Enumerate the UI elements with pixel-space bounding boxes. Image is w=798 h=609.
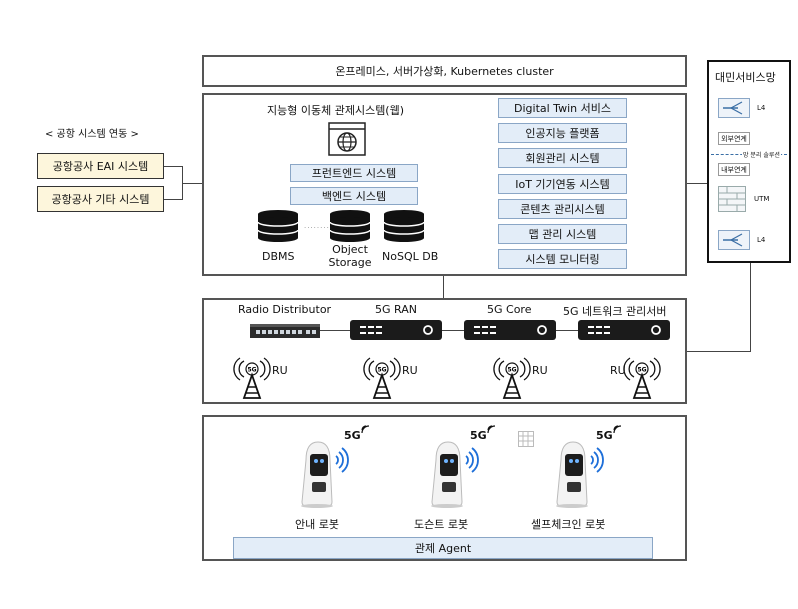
- web-icon: [328, 122, 366, 156]
- ru-antenna-icon: 5G: [233, 355, 271, 399]
- connector-public-down: [750, 263, 751, 351]
- building-icon: [518, 431, 534, 447]
- service-ai-platform: 인공지능 플랫폼: [498, 123, 627, 143]
- internal-link-box: 내부연계: [718, 163, 750, 176]
- connector-control-public: [686, 183, 707, 184]
- svg-text:5G: 5G: [637, 367, 646, 374]
- radio-distributor-device: [250, 321, 320, 339]
- svg-text:5G: 5G: [247, 367, 256, 374]
- mgmt-server-device: [578, 320, 670, 340]
- public-network-title: 대민서비스망: [715, 71, 776, 84]
- 5g-signal-badge: 5G: [470, 423, 498, 442]
- ru-label: RU: [610, 364, 626, 377]
- object-storage-icon: [328, 209, 372, 243]
- connector-control-network: [443, 276, 444, 298]
- utm-label: UTM: [754, 195, 770, 203]
- core-label: 5G Core: [487, 303, 532, 316]
- object-storage-label: Object Storage: [328, 243, 372, 269]
- checkin-robot-label: 셀프체크인 로봇: [531, 518, 606, 531]
- l4-bottom-label: L4: [757, 236, 766, 244]
- service-content-mgmt: 콘텐츠 관리시스템: [498, 199, 627, 219]
- external-link-box: 외부연계: [718, 132, 750, 145]
- ru-label: RU: [532, 364, 548, 377]
- 5g-signal-badge: 5G: [596, 423, 624, 442]
- svg-text:5G: 5G: [344, 429, 361, 442]
- ru-antenna-icon: 5G: [363, 355, 401, 399]
- radio-distributor-label: Radio Distributor: [238, 303, 332, 316]
- equipment-link: [320, 330, 578, 331]
- dbms-icon: [256, 209, 300, 243]
- dbms-label: DBMS: [262, 250, 295, 263]
- service-monitoring: 시스템 모니터링: [498, 249, 627, 269]
- guide-robot-label: 안내 로봇: [295, 518, 339, 531]
- l4-top-label: L4: [757, 104, 766, 112]
- frontend-box: 프런트엔드 시스템: [290, 164, 418, 182]
- checkin-robot-icon: [553, 440, 605, 508]
- ru-label: RU: [272, 364, 288, 377]
- ru-antenna-icon: 5G: [493, 355, 531, 399]
- infrastructure-banner: 온프레미스, 서버가상화, Kubernetes cluster: [202, 55, 687, 87]
- svg-text:5G: 5G: [470, 429, 487, 442]
- eai-system-box: 공항공사 EAI 시스템: [37, 153, 164, 179]
- mgmt-server-label: 5G 네트워크 관리서버: [563, 305, 667, 318]
- service-digital-twin: Digital Twin 서비스: [498, 98, 627, 118]
- nosql-label: NoSQL DB: [382, 250, 439, 263]
- svg-text:5G: 5G: [507, 367, 516, 374]
- guide-robot-icon: [298, 440, 350, 508]
- separation-label: 망 분리 솔루션: [742, 150, 781, 159]
- docent-robot-label: 도슨트 로봇: [414, 518, 469, 531]
- public-network-frame: [707, 60, 791, 263]
- database-dots: ........: [304, 222, 330, 230]
- service-map-mgmt: 맵 관리 시스템: [498, 224, 627, 244]
- connector-eai: [164, 166, 182, 167]
- ran-device: [350, 320, 442, 340]
- network-frame: [202, 298, 687, 404]
- connector-integration-control: [182, 183, 202, 184]
- control-agent-bar: 관제 Agent: [233, 537, 653, 559]
- ran-label: 5G RAN: [375, 303, 417, 316]
- service-member-mgmt: 회원관리 시스템: [498, 148, 627, 168]
- svg-text:5G: 5G: [377, 367, 386, 374]
- 5g-signal-badge: 5G: [344, 423, 372, 442]
- service-iot: IoT 기기연동 시스템: [498, 174, 627, 194]
- l4-switch-bottom-icon: [718, 230, 750, 250]
- docent-robot-icon: [428, 440, 480, 508]
- l4-switch-top-icon: [718, 98, 750, 118]
- backend-box: 백엔드 시스템: [290, 187, 418, 205]
- core-device: [464, 320, 556, 340]
- connector-other: [164, 199, 182, 200]
- nosql-icon: [382, 209, 426, 243]
- utm-firewall-icon: [718, 186, 746, 212]
- integration-title: < 공항 시스템 연동 >: [45, 129, 139, 140]
- ru-antenna-icon: 5G: [623, 355, 661, 399]
- ru-label: RU: [402, 364, 418, 377]
- svg-text:5G: 5G: [596, 429, 613, 442]
- connector-public-network: [686, 351, 751, 352]
- control-system-title: 지능형 이동체 관제시스템(웹): [267, 104, 405, 117]
- other-system-box: 공항공사 기타 시스템: [37, 186, 164, 212]
